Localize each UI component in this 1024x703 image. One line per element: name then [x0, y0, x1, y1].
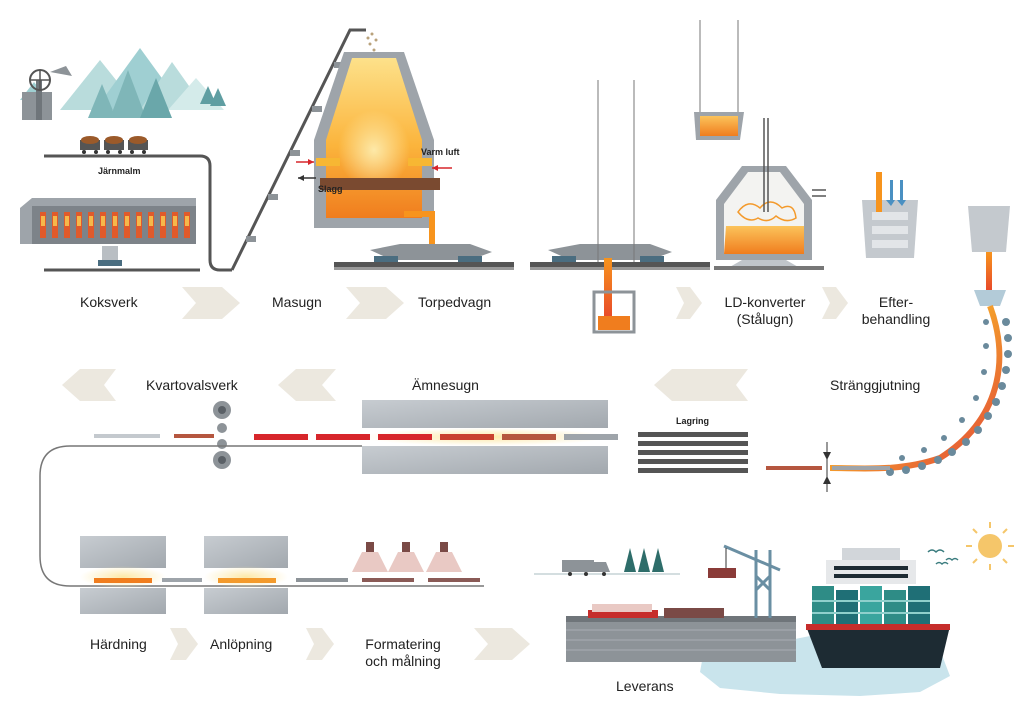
label-hardning: Härdning [90, 636, 147, 652]
tempering-furnace [204, 536, 288, 614]
continuous-caster [766, 206, 1012, 492]
label-ld-line2: (Stålugn) [736, 311, 794, 327]
arrow-masugn-torpedvagn [346, 287, 404, 319]
label-strangjutning: Stränggjutning [830, 377, 921, 393]
arrow-format-leverans [474, 628, 530, 660]
label-ld-line1: LD-konverter [724, 294, 806, 310]
label-torpedvagn: Torpedvagn [418, 294, 492, 310]
caster-rollers [886, 318, 1012, 476]
label-format-line2: och målning [365, 653, 441, 669]
crane-icon [723, 544, 781, 618]
label-jarnmalm: Järnmalm [98, 166, 141, 176]
label-amnesugn: Ämnesugn [412, 377, 479, 393]
label-ld-konverter: LD-konverter (Stålugn) [720, 294, 810, 328]
formatting-painting [296, 542, 480, 582]
label-lagring: Lagring [676, 416, 709, 426]
label-varm-luft: Varm luft [421, 147, 460, 157]
torpedo-car-1 [334, 244, 514, 270]
reheating-furnace [94, 400, 618, 474]
coke-oven [20, 198, 196, 266]
hardening-furnace [80, 536, 166, 614]
label-kvartovalsverk: Kvartovalsverk [146, 377, 238, 393]
mine-landscape [20, 48, 226, 120]
storage-stack [638, 432, 748, 473]
rolling-mill [213, 401, 231, 469]
down-arrow-icon [886, 200, 895, 206]
ore-rail [44, 136, 232, 272]
label-efter-line1: Efter- [878, 294, 914, 310]
truck-icon [562, 560, 594, 572]
harbour [534, 522, 1014, 696]
arrow-hardning-anlopning [170, 628, 198, 660]
blast-furnace [296, 52, 452, 250]
arrow-ld-efter [822, 287, 848, 319]
return-rail [39, 445, 484, 587]
ladle [694, 20, 744, 140]
label-koksverk: Koksverk [80, 294, 138, 310]
ore-carts [80, 136, 148, 154]
label-slagg: Slagg [318, 184, 343, 194]
arrow-strang-lagring [654, 369, 748, 401]
label-efterbehandling: Efter- behandling [856, 294, 936, 328]
label-anlopning: Anlöpning [210, 636, 273, 652]
plate-between [162, 578, 202, 582]
ld-converter [714, 118, 826, 270]
birds-icon [927, 549, 959, 566]
arrow-amnesugn-kvarto [278, 369, 336, 401]
label-efter-line2: behandling [861, 311, 931, 327]
arrow-kvarto-left [62, 369, 116, 401]
process-arrows [62, 287, 848, 660]
after-treatment [862, 172, 918, 258]
label-format-line1: Formatering [365, 636, 441, 652]
ship-containers [812, 586, 930, 624]
skip-conveyor [230, 28, 378, 271]
arrow-anlopning-format [306, 628, 334, 660]
label-masugn: Masugn [272, 294, 322, 310]
torpedo-car-2 [530, 80, 710, 334]
arrow-torpedvagn-ld [676, 287, 702, 319]
label-formatering: Formatering och målning [358, 636, 448, 670]
sun-icon [978, 534, 1002, 558]
arrow-koksverk-masugn [182, 287, 240, 319]
label-leverans: Leverans [616, 678, 674, 694]
